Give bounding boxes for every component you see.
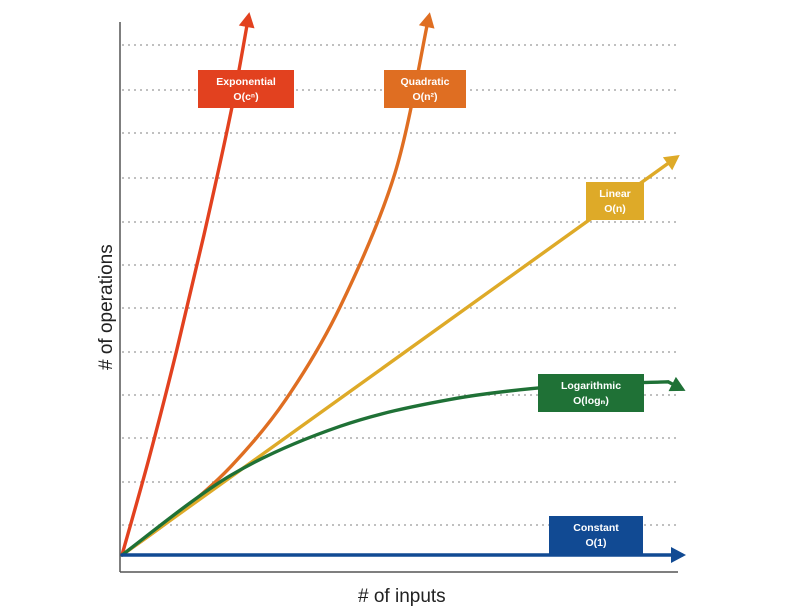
label-box-linear (586, 182, 644, 220)
series-notation-exponential: O(cⁿ) (233, 91, 258, 103)
series-notation-logarithmic: O(logₙ) (573, 395, 609, 407)
arrowhead-exponential (238, 12, 255, 29)
series-notation-linear: O(n) (604, 203, 626, 215)
series-name-constant: Constant (573, 522, 619, 534)
gridlines (122, 44, 678, 526)
arrowhead-linear (662, 155, 680, 171)
axes (119, 22, 678, 573)
arrowhead-quadratic (418, 12, 435, 29)
series-name-linear: Linear (599, 188, 631, 200)
series-notation-quadratic: O(n²) (412, 91, 437, 103)
arrowhead-constant (671, 547, 686, 563)
label-box-constant (549, 516, 643, 554)
label-box-quadratic (384, 70, 466, 108)
series-line-linear (120, 160, 672, 557)
label-box-exponential (198, 70, 294, 108)
label-box-logarithmic (538, 374, 644, 412)
series-name-exponential: Exponential (216, 76, 276, 88)
arrowhead-logarithmic (668, 376, 686, 392)
series-notation-constant: O(1) (586, 537, 607, 549)
y-axis-label: # of operations (96, 244, 117, 370)
x-axis-label: # of inputs (358, 586, 446, 607)
series-name-logarithmic: Logarithmic (561, 380, 621, 392)
series-line-exponential (120, 20, 250, 557)
series-name-quadratic: Quadratic (400, 76, 449, 88)
